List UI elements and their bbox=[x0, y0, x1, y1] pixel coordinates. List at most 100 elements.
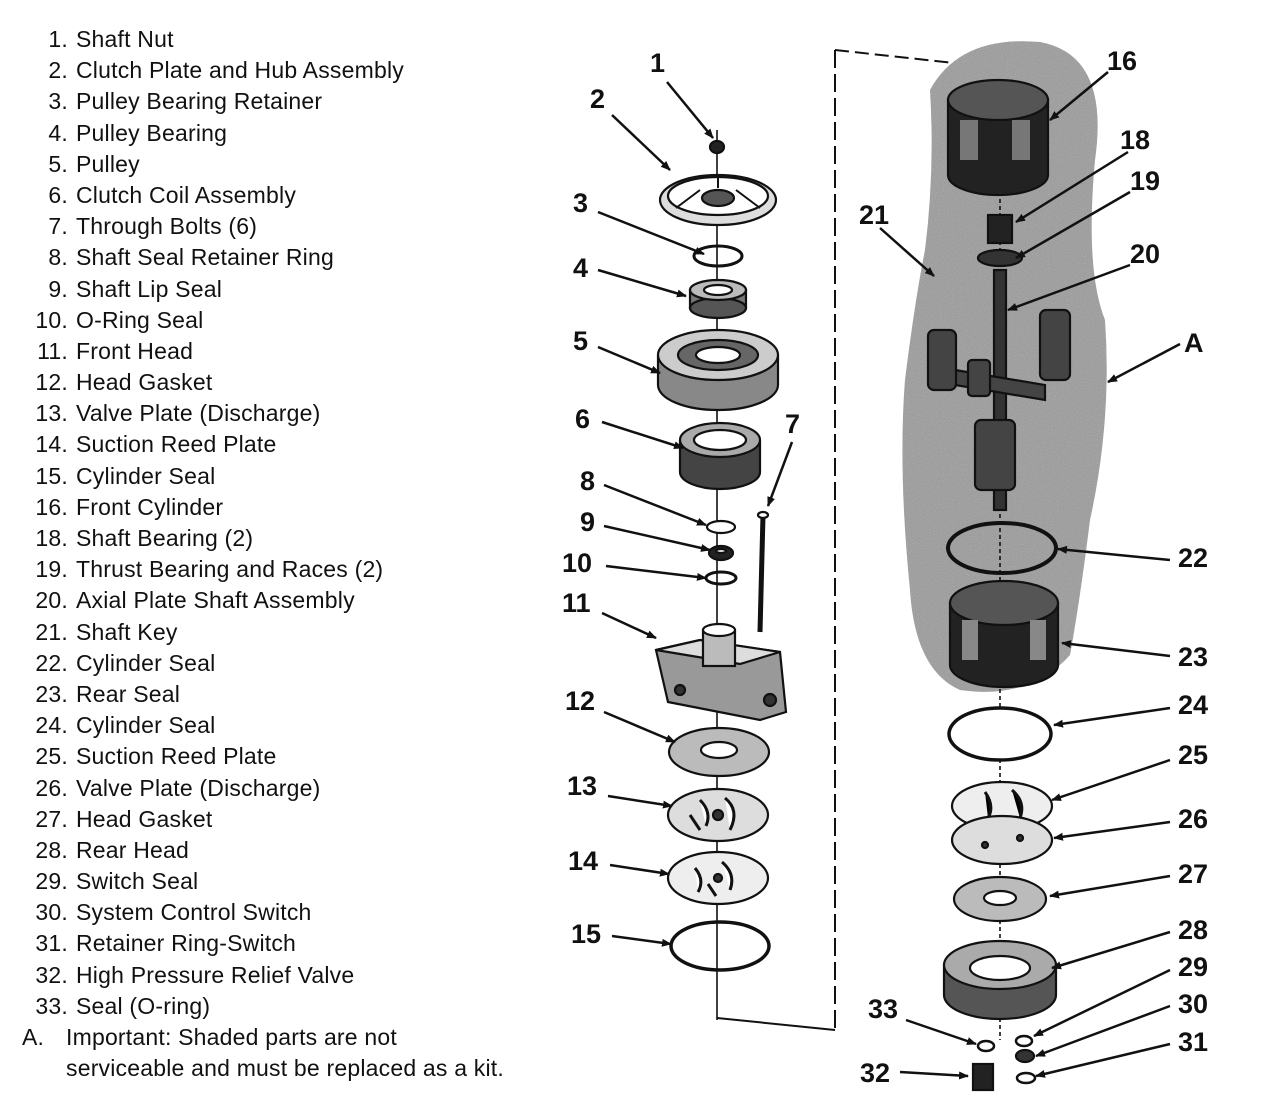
legend-item: 27.Head Gasket bbox=[0, 804, 560, 835]
legend-item: 28.Rear Head bbox=[0, 835, 560, 866]
callout-31: 31 bbox=[1178, 1027, 1208, 1057]
switch-seal-part bbox=[1014, 1034, 1034, 1048]
legend-item: 21. Shaft Key bbox=[0, 617, 560, 648]
legend-number: 25. bbox=[35, 743, 68, 770]
legend-number: 33. bbox=[35, 992, 68, 1019]
callout-13: 13 bbox=[567, 771, 597, 801]
note-line-1: Important: Shaded parts are not bbox=[66, 1024, 397, 1050]
legend-label: Rear Seal bbox=[76, 680, 181, 707]
legend-item: 19. Thrust Bearing and Races (2) bbox=[0, 554, 560, 585]
rear-cylinder-part bbox=[948, 579, 1060, 689]
legend-label: Switch Seal bbox=[76, 868, 199, 895]
legend-label: Thrust Bearing and Races (2) bbox=[76, 556, 384, 583]
clutch-plate-part bbox=[658, 173, 778, 227]
legend-label: Pulley Bearing bbox=[76, 119, 228, 146]
legend-number: 30. bbox=[35, 899, 68, 926]
system-control-switch-part bbox=[1014, 1048, 1036, 1064]
callout-2: 2 bbox=[590, 84, 605, 114]
callout-18: 18 bbox=[1120, 125, 1150, 155]
legend-item: 12.Head Gasket bbox=[0, 367, 560, 398]
legend-number: 24. bbox=[35, 712, 68, 739]
pulley-bearing-retainer-part bbox=[692, 244, 744, 268]
legend-label: High Pressure Relief Valve bbox=[76, 961, 355, 988]
legend-number: 15. bbox=[35, 462, 68, 489]
legend-item: 26. Valve Plate (Discharge) bbox=[0, 773, 560, 804]
legend-number: 3. bbox=[48, 88, 68, 115]
legend-label: Suction Reed Plate bbox=[76, 431, 277, 458]
pulley-part bbox=[656, 328, 780, 412]
legend-label: Cylinder Seal bbox=[76, 712, 216, 739]
legend-number: 11. bbox=[37, 337, 68, 364]
legend-number: 8. bbox=[48, 244, 68, 271]
legend-item: 5.Pulley bbox=[0, 149, 560, 180]
shaft-lip-seal-part bbox=[707, 544, 735, 562]
callout-29: 29 bbox=[1178, 952, 1208, 982]
legend-label: Shaft Bearing (2) bbox=[76, 525, 254, 551]
legend-number: 20. bbox=[35, 587, 68, 614]
callout-7: 7 bbox=[785, 409, 800, 439]
legend-item: 25.Suction Reed Plate bbox=[0, 741, 560, 772]
legend-number: 29. bbox=[35, 868, 68, 895]
callout-3: 3 bbox=[573, 188, 588, 218]
legend-item: 29. Switch Seal bbox=[0, 866, 560, 897]
legend-number: 21. bbox=[35, 618, 68, 645]
callout-21: 21 bbox=[859, 200, 889, 230]
legend-number: 31. bbox=[35, 930, 68, 957]
legend-item: 8.Shaft Seal Retainer Ring bbox=[0, 242, 560, 273]
left-stack bbox=[654, 130, 788, 1020]
legend-note: A. Important: Shaded parts are not bbox=[0, 1022, 560, 1053]
callout-33: 33 bbox=[868, 994, 898, 1024]
o-ring-seal-part bbox=[704, 570, 738, 586]
legend-item: 20.Axial Plate Shaft Assembly bbox=[0, 585, 560, 616]
retainer-ring-switch-part bbox=[1015, 1071, 1037, 1085]
legend-label: Head Gasket bbox=[76, 805, 213, 832]
callout-20: 20 bbox=[1130, 239, 1160, 269]
callout-4: 4 bbox=[573, 253, 588, 283]
front-head-gasket-part bbox=[667, 726, 771, 778]
legend-item: 23. Rear Seal bbox=[0, 679, 560, 710]
legend-label: Shaft Nut bbox=[76, 26, 174, 52]
legend-number: 6. bbox=[48, 181, 68, 208]
callout-11: 11 bbox=[562, 588, 591, 618]
legend-number: 32. bbox=[35, 961, 68, 988]
legend-number: 19. bbox=[35, 556, 68, 583]
legend-item: 15.Cylinder Seal bbox=[0, 461, 560, 492]
legend-item: 9. Shaft Lip Seal bbox=[0, 274, 560, 305]
legend-label: System Control Switch bbox=[76, 899, 312, 926]
shaft-seal-retainer-ring-part bbox=[705, 519, 737, 535]
legend-item: 30. System Control Switch bbox=[0, 897, 560, 928]
legend-label: Shaft Lip Seal bbox=[76, 275, 223, 302]
legend-label: Valve Plate (Discharge) bbox=[76, 400, 321, 427]
legend-item: 31. Retainer Ring-Switch bbox=[0, 928, 560, 959]
legend-label: Head Gasket bbox=[76, 369, 213, 396]
legend-item: 32. High Pressure Relief Valve bbox=[0, 960, 560, 991]
legend-number: 5. bbox=[48, 150, 68, 177]
front-cylinder-part bbox=[946, 78, 1050, 197]
legend-label: Shaft Key bbox=[76, 618, 178, 645]
legend-number: 26. bbox=[35, 774, 68, 801]
callout-32: 32 bbox=[860, 1058, 890, 1088]
leader-arrows bbox=[597, 71, 1181, 1080]
callout-10: 10 bbox=[562, 548, 592, 578]
callout-27: 27 bbox=[1178, 859, 1208, 889]
note-letter: A. bbox=[22, 1024, 45, 1050]
legend-number: 28. bbox=[35, 836, 68, 863]
legend-number: 9. bbox=[48, 275, 68, 302]
rear-cylinder-seal-part bbox=[947, 706, 1053, 762]
parts-legend: 1.Shaft Nut 2.Clutch Plate and Hub Assem… bbox=[0, 24, 560, 1084]
legend-number: 16. bbox=[35, 493, 68, 520]
callout-15: 15 bbox=[571, 919, 601, 949]
callout-23: 23 bbox=[1178, 642, 1208, 672]
shaft-nut-part bbox=[708, 139, 726, 155]
legend-label: Front Head bbox=[76, 337, 194, 364]
relief-valve-part bbox=[971, 1062, 995, 1092]
legend-item: 22.Cylinder Seal bbox=[0, 648, 560, 679]
legend-label: O-Ring Seal bbox=[76, 306, 204, 333]
callout-labels: 1 2 3 4 5 6 7 8 9 10 11 12 13 14 15 16 1… bbox=[562, 46, 1208, 1088]
legend-number: 23. bbox=[35, 680, 68, 707]
legend-label: Retainer Ring-Switch bbox=[76, 930, 297, 957]
legend-label: Valve Plate (Discharge) bbox=[76, 774, 321, 801]
legend-item: 4.Pulley Bearing bbox=[0, 118, 560, 149]
callout-30: 30 bbox=[1178, 989, 1208, 1019]
legend-item: 1.Shaft Nut bbox=[0, 24, 560, 55]
